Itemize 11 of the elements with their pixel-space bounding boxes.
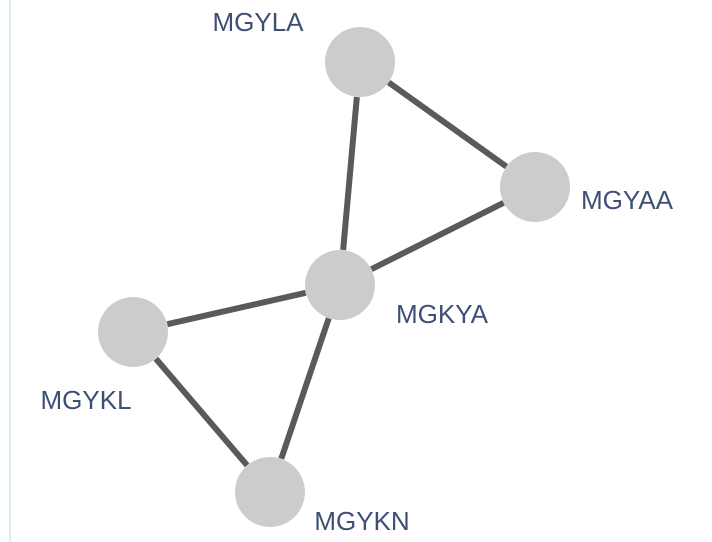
node-label: MGYLA <box>214 12 304 32</box>
edge-line <box>154 356 250 468</box>
edge-line <box>340 96 360 250</box>
node-label: MGKYA <box>398 304 488 324</box>
edge-line <box>386 80 508 169</box>
node-label: MGYAA <box>583 190 673 210</box>
edge-line <box>278 317 332 460</box>
node-label: MGYKN <box>316 512 408 530</box>
node-label: MGYKL <box>42 390 131 410</box>
edge-line <box>370 200 505 272</box>
edge-line <box>166 290 306 328</box>
